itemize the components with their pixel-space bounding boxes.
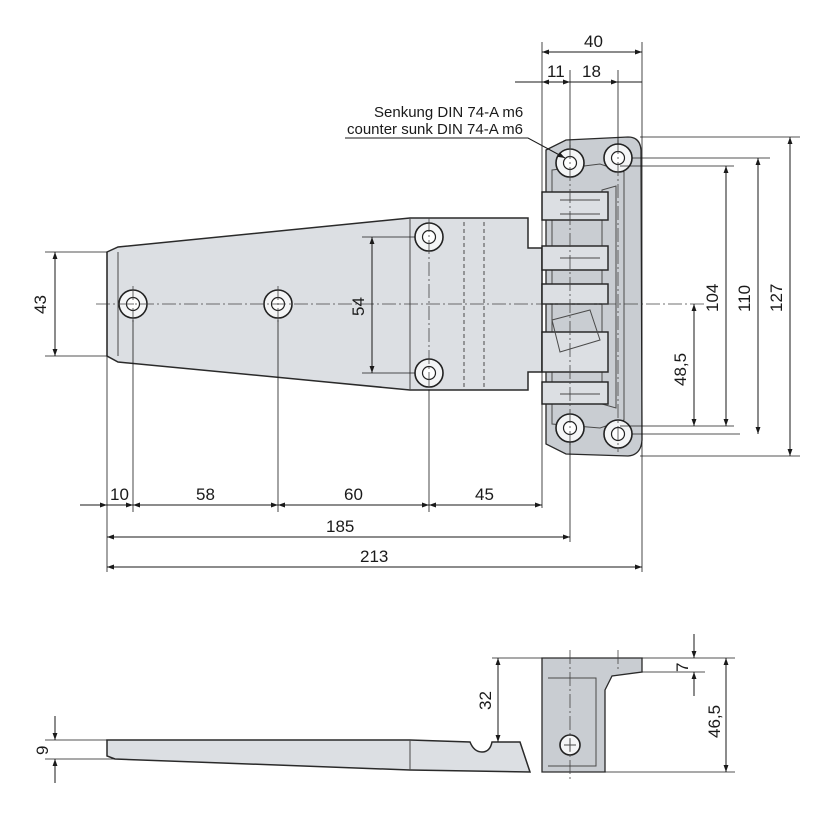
dim-127: 127 (767, 284, 786, 312)
barrel-segment (541, 283, 609, 305)
note-line-1: Senkung DIN 74-A m6 (374, 104, 523, 121)
barrel-detail (551, 309, 601, 353)
dim-9: 9 (33, 746, 52, 755)
dim-110: 110 (735, 285, 754, 312)
barrel-segment (541, 381, 609, 405)
dim-46-5: 46,5 (705, 705, 724, 738)
dim-7: 7 (673, 663, 692, 672)
side-leaf-plate (106, 739, 532, 773)
dim-185: 185 (326, 517, 354, 536)
dim-60: 60 (344, 485, 363, 504)
dimension-lines (52, 49, 793, 570)
side-view: 7 32 46,5 9 (33, 634, 735, 783)
dim-104: 104 (703, 284, 722, 312)
dim-10: 10 (110, 485, 129, 504)
knuckle-inner-frame (551, 163, 625, 429)
barrel-segment (541, 331, 609, 373)
dim-45: 45 (475, 485, 494, 504)
dim-11: 11 (547, 62, 565, 81)
dim-18: 18 (582, 62, 601, 81)
side-knuckle-detail (548, 677, 597, 767)
note-leader-line (345, 137, 566, 159)
barrel-segment (541, 191, 609, 221)
top-view: 40 11 18 43 54 104 110 127 48,5 10 58 60… (31, 32, 800, 572)
dim-54: 54 (349, 297, 368, 316)
dim-43: 43 (31, 295, 50, 314)
side-dimension-lines (52, 634, 729, 783)
dim-40: 40 (584, 32, 603, 51)
dim-58: 58 (196, 485, 215, 504)
dim-213: 213 (360, 547, 388, 566)
side-knuckle (541, 657, 643, 773)
dim-32: 32 (476, 691, 495, 710)
note-line-2: counter sunk DIN 74-A m6 (347, 121, 523, 138)
dim-48-5: 48,5 (671, 353, 690, 386)
